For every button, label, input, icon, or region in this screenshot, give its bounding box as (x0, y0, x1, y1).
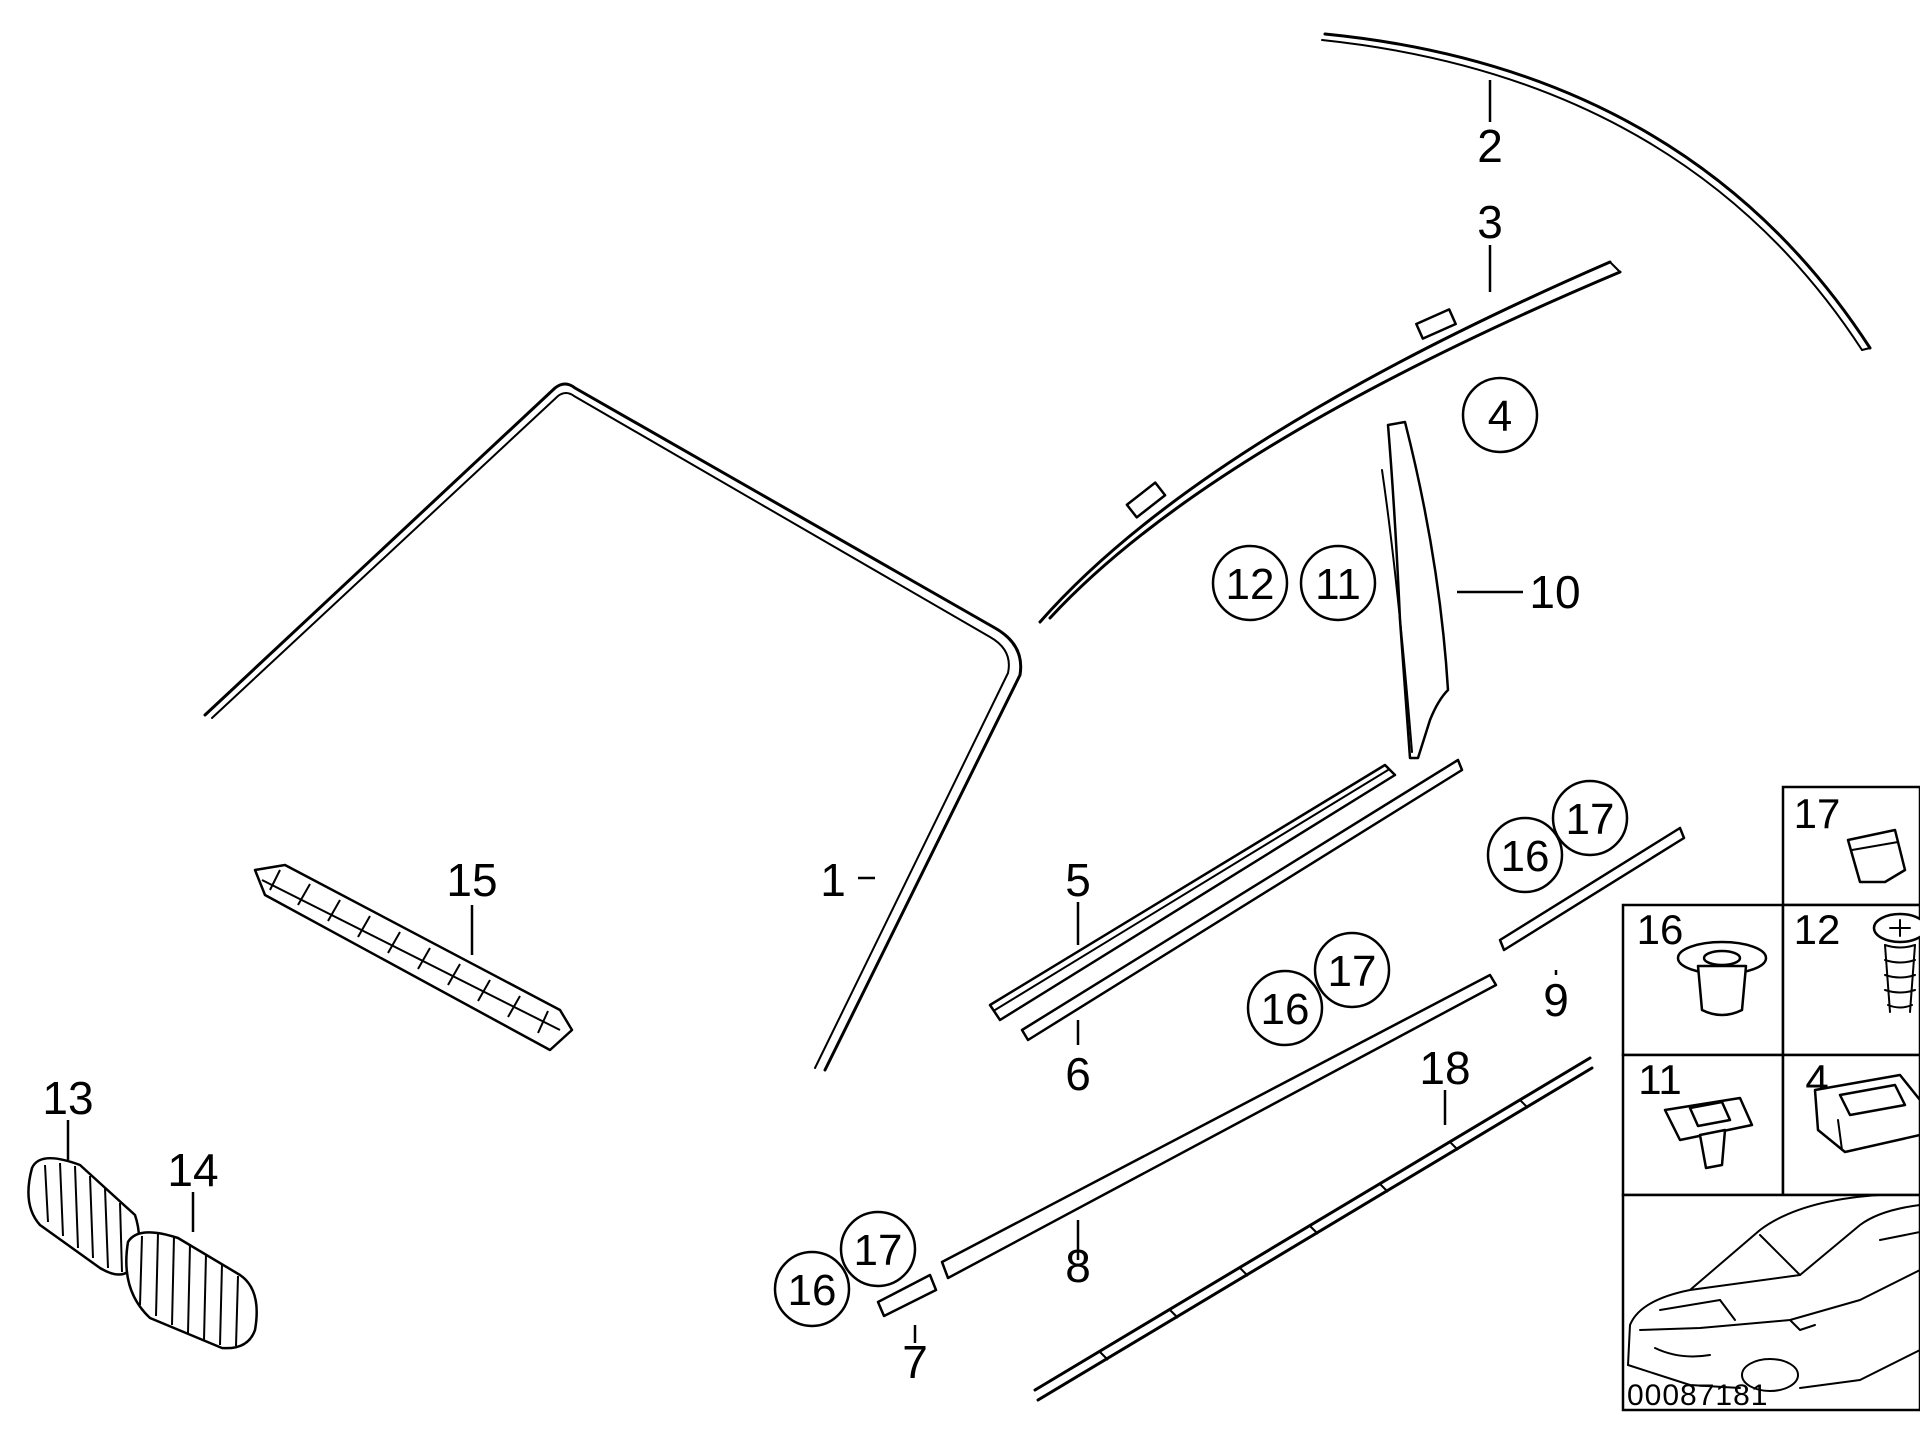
clip-icon (1846, 828, 1907, 884)
document-number: 00087181 (1627, 1379, 1768, 1412)
door-sill-strip (940, 973, 1498, 1280)
svg-text:17: 17 (1566, 795, 1615, 844)
label-3: 3 (1477, 196, 1503, 248)
label-15: 15 (446, 854, 497, 906)
sill-rail (1033, 1056, 1594, 1402)
end-cap (876, 1273, 938, 1318)
kidney-grille-right (125, 1231, 258, 1350)
window-channel-strips (988, 758, 1464, 1042)
circled-label-17-c: 17 (839, 1210, 917, 1288)
svg-text:16: 16 (1501, 832, 1550, 881)
inset-box-12: 12 (1794, 906, 1920, 1013)
kidney-grille-left (27, 1157, 141, 1276)
svg-text:11: 11 (1315, 560, 1361, 609)
svg-text:16: 16 (788, 1266, 837, 1315)
label-13: 13 (42, 1072, 93, 1124)
svg-text:12: 12 (1226, 560, 1275, 609)
circled-label-12: 12 (1211, 544, 1289, 622)
svg-text:17: 17 (1794, 790, 1841, 837)
label-8: 8 (1065, 1240, 1091, 1292)
label-5: 5 (1065, 854, 1091, 906)
rear-sill-strip (1498, 826, 1686, 952)
label-6: 6 (1065, 1048, 1091, 1100)
svg-text:16: 16 (1637, 906, 1684, 953)
svg-text:16: 16 (1261, 985, 1310, 1034)
circled-label-11: 11 (1299, 544, 1377, 622)
inset-box-4: 4 (1805, 1056, 1920, 1154)
svg-text:17: 17 (854, 1226, 903, 1275)
inset-box-17: 17 (1794, 790, 1907, 884)
inset-box-16: 16 (1637, 906, 1768, 1017)
label-7: 7 (902, 1336, 928, 1388)
svg-text:11: 11 (1638, 1056, 1682, 1103)
circled-label-16-c: 16 (773, 1250, 851, 1328)
label-9: 9 (1543, 974, 1569, 1026)
svg-text:12: 12 (1794, 906, 1841, 953)
circled-label-4: 4 (1461, 376, 1539, 454)
car-location-icon (1627, 1194, 1920, 1392)
circled-label-17-a: 17 (1551, 779, 1629, 857)
windshield-trim (203, 382, 1023, 1072)
leader-lines (66, 80, 1558, 1343)
label-18: 18 (1419, 1042, 1470, 1094)
cowl-grille (253, 863, 574, 1052)
pillar-trim (1381, 420, 1450, 760)
inset-box-11: 11 (1638, 1056, 1754, 1170)
inset-panel: 17 16 12 11 (1621, 785, 1920, 1412)
label-14: 14 (167, 1144, 218, 1196)
circled-label-16-b: 16 (1246, 969, 1324, 1047)
label-1: 1 (820, 854, 846, 906)
label-10: 10 (1529, 566, 1580, 618)
svg-text:4: 4 (1488, 392, 1512, 441)
drip-rail-molding (1038, 260, 1622, 624)
circled-label-17-b: 17 (1313, 931, 1391, 1009)
label-2: 2 (1477, 120, 1503, 172)
svg-text:17: 17 (1328, 947, 1377, 996)
roof-molding (1321, 32, 1872, 351)
circled-label-16-a: 16 (1486, 816, 1564, 894)
